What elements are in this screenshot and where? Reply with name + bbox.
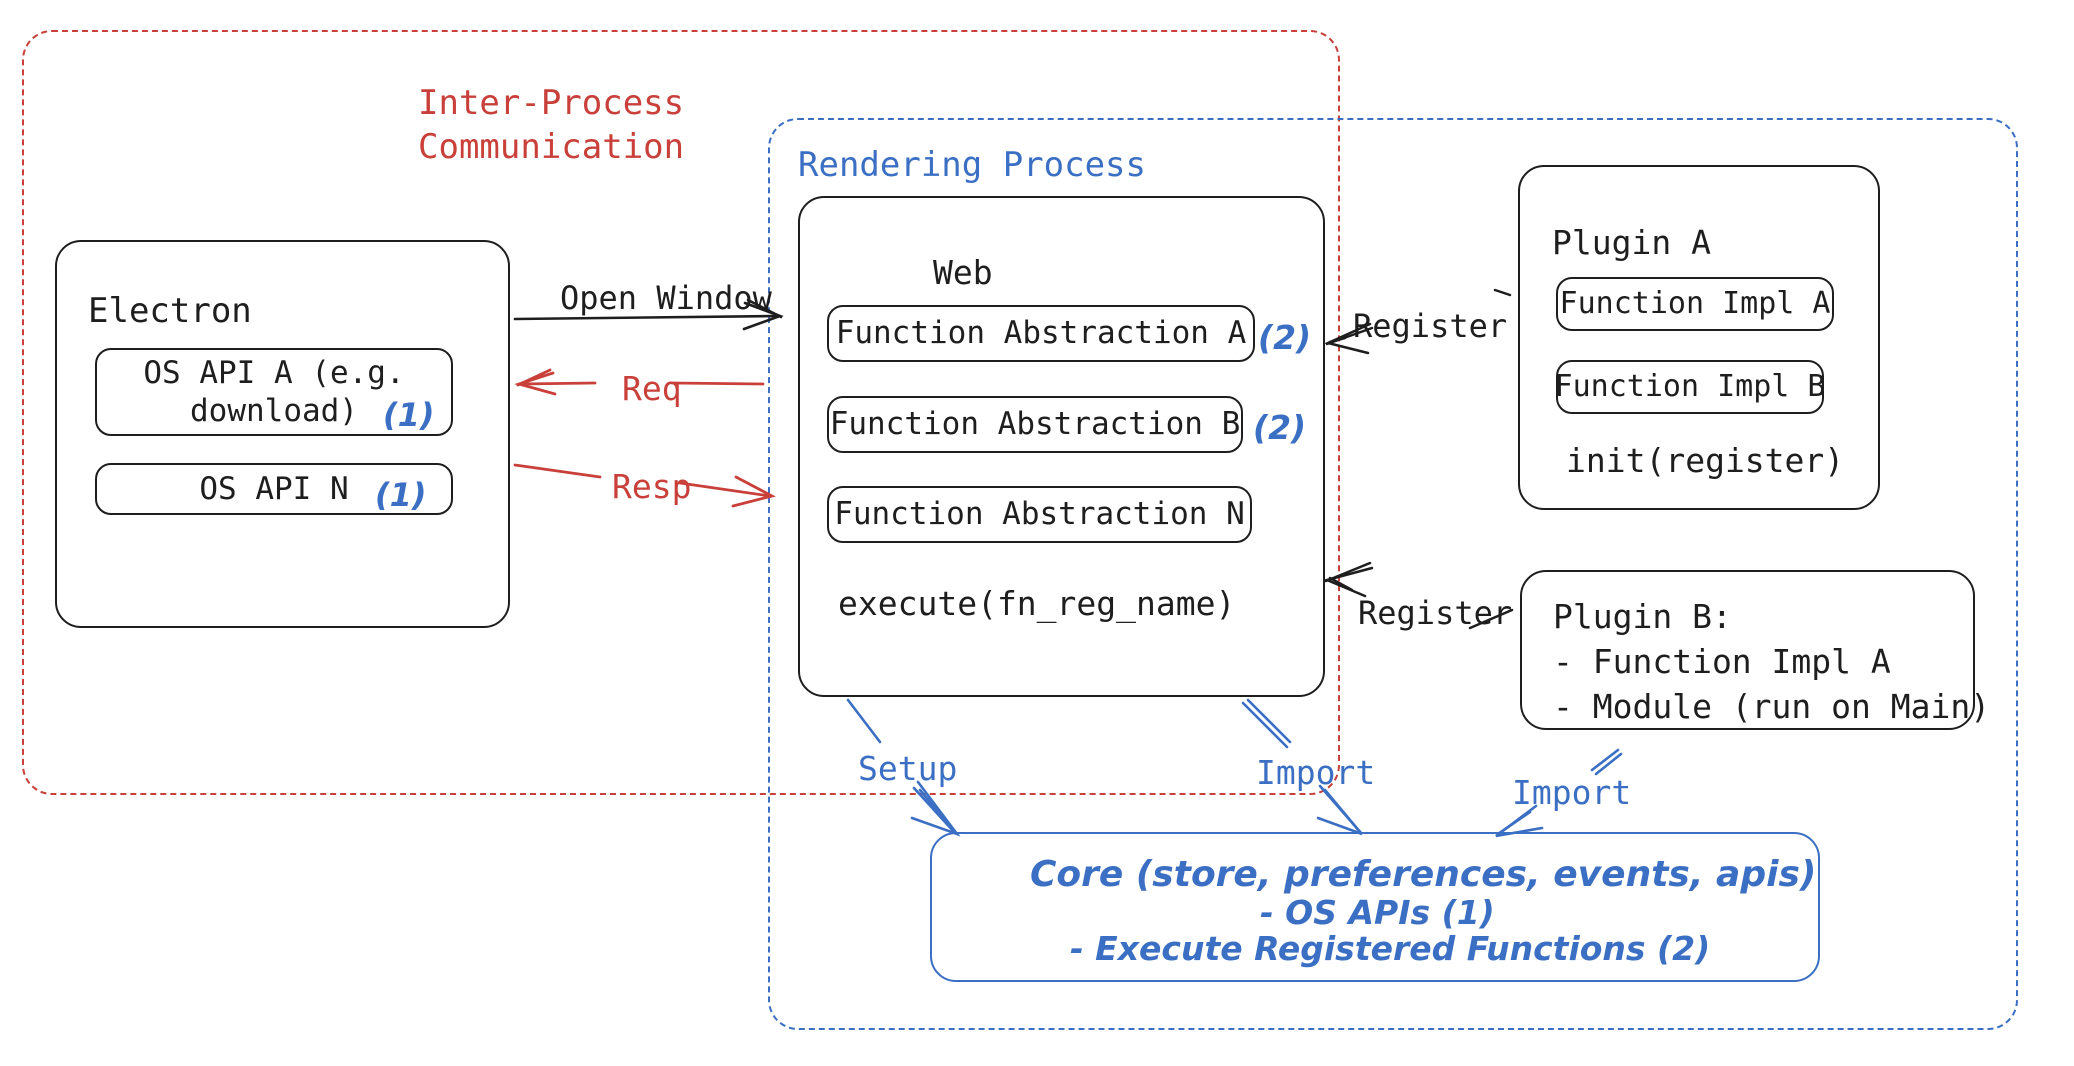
core-line-2: - Execute Registered Functions (2): [1070, 929, 1711, 968]
web-footer: execute(fn_reg_name): [838, 584, 1236, 623]
import-web-label: Import: [1256, 753, 1376, 792]
core-line-1: - OS APIs (1): [1260, 893, 1495, 932]
plugin-a-title: Plugin A: [1552, 223, 1711, 262]
plugin-b-line-1: - Function Impl A: [1553, 642, 1891, 681]
ipc-container: [22, 30, 1340, 795]
plugin-b-line-2: - Module (run on Main): [1553, 687, 1991, 726]
os-api-a-tag: (1): [383, 396, 435, 434]
function-impl-b-label: Function Impl B: [1554, 369, 1826, 405]
setup-label: Setup: [858, 749, 958, 788]
function-abstraction-b-box[interactable]: Function Abstraction B: [827, 396, 1243, 453]
function-abstraction-a-label: Function Abstraction A: [835, 315, 1247, 352]
os-api-a-box[interactable]: OS API A (e.g. download): [95, 348, 453, 436]
ipc-label: Inter-Process Communication: [418, 83, 685, 167]
function-abstraction-n-box[interactable]: Function Abstraction N: [827, 486, 1252, 543]
function-abstraction-b-tag: (2): [1253, 408, 1307, 447]
web-title: Web: [933, 253, 993, 292]
rendering-process-label: Rendering Process: [798, 145, 1146, 185]
resp-label: Resp: [612, 467, 692, 506]
function-abstraction-b-label: Function Abstraction B: [829, 406, 1241, 443]
function-impl-a-label: Function Impl A: [1559, 286, 1831, 322]
core-box[interactable]: [930, 832, 1820, 982]
function-abstraction-a-box[interactable]: Function Abstraction A: [827, 305, 1255, 362]
electron-title: Electron: [88, 291, 252, 331]
os-api-a-label: OS API A (e.g. download): [143, 354, 405, 429]
os-api-n-label: OS API N: [199, 470, 349, 507]
function-impl-a-box[interactable]: Function Impl A: [1556, 277, 1834, 331]
plugin-a-footer: init(register): [1566, 441, 1845, 480]
function-abstraction-a-tag: (2): [1258, 318, 1312, 357]
open-window-label: Open Window: [560, 279, 772, 317]
plugin-b-line-0: Plugin B:: [1553, 597, 1732, 636]
function-abstraction-n-label: Function Abstraction N: [834, 496, 1245, 533]
plugin-b-box[interactable]: [1520, 570, 1975, 730]
core-line-0: Core (store, preferences, events, apis): [1030, 854, 1817, 895]
rendering-process-container: [768, 118, 2018, 1030]
register-plugin-b-label: Register: [1358, 594, 1513, 632]
register-plugin-a-label: Register: [1353, 307, 1508, 345]
os-api-n-box[interactable]: OS API N: [95, 463, 453, 515]
import-plugin-b-label: Import: [1512, 773, 1632, 812]
req-label: Req: [622, 369, 682, 408]
os-api-n-tag: (1): [375, 476, 427, 514]
plugin-a-box[interactable]: [1518, 165, 1880, 510]
function-impl-b-box[interactable]: Function Impl B: [1554, 360, 1826, 414]
